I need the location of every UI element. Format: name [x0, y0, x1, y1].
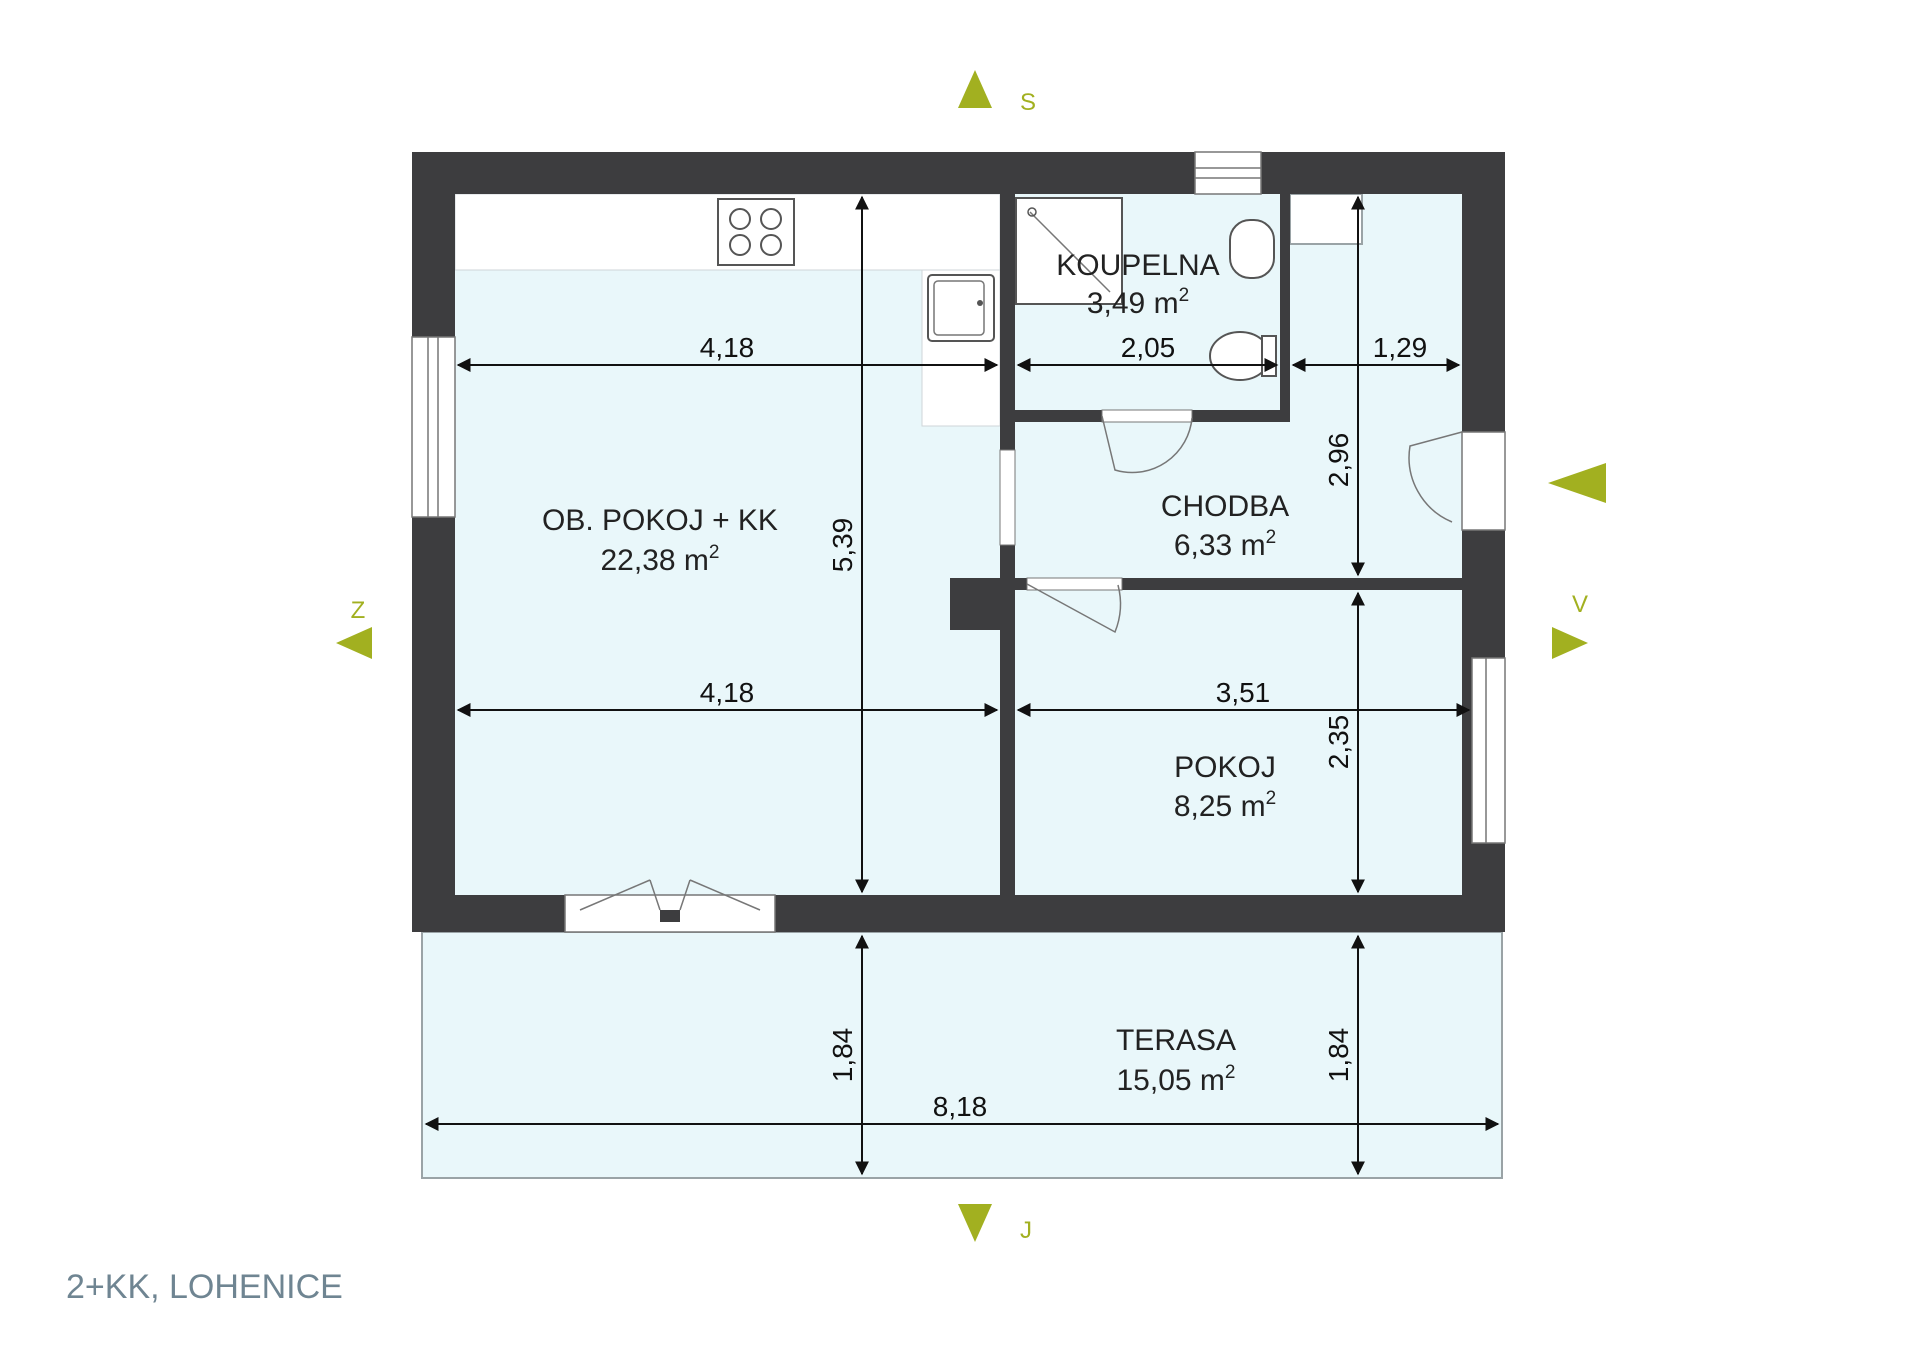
- dimension-values: 4,18 2,05 1,29 5,39 2,96 4,18 3,51 2,35 …: [700, 332, 1428, 1122]
- bedroom-floor: [1015, 590, 1472, 895]
- bathroom-door-swing: [1101, 415, 1193, 474]
- north-wall: [412, 152, 1505, 194]
- entrance-door-opening: [1461, 431, 1506, 531]
- room-area-terrace: 15,05 m2: [1117, 1062, 1236, 1097]
- room-name-bedroom: POKOJ: [1174, 751, 1276, 784]
- cooktop-icon: [717, 198, 795, 266]
- bedroom-door-swing: [1026, 583, 1122, 634]
- room-area-bedroom: 8,25 m2: [1174, 788, 1276, 823]
- dim-bedroom-width: 3,51: [1216, 677, 1271, 708]
- room-name-living: OB. POKOJ + KK: [542, 504, 778, 537]
- room-area-living: 22,38 m2: [601, 542, 720, 577]
- bedroom-door-opening: [1026, 577, 1123, 591]
- room-area-hallway: 6,33 m2: [1174, 527, 1276, 562]
- dim-living-width-top: 4,18: [700, 332, 755, 363]
- west-window: [411, 336, 456, 518]
- living-floor: [455, 194, 1000, 895]
- dim-living-width-bottom: 4,18: [700, 677, 755, 708]
- floors: [421, 193, 1503, 1179]
- west-arrow-icon: [336, 627, 372, 659]
- west-wall: [412, 152, 455, 932]
- room-labels: OB. POKOJ + KK 22,38 m2 KOUPELNA 3,49 m2…: [542, 249, 1289, 1097]
- south-arrow-icon: [958, 1204, 992, 1242]
- room-name-bathroom: KOUPELNA: [1056, 249, 1219, 282]
- toilet-icon: [1209, 331, 1277, 381]
- shower-icon: [1015, 197, 1123, 305]
- washbasin-icon: [1229, 219, 1275, 279]
- bedroom-east-inner-wall: [1462, 590, 1472, 895]
- bathroom-door-opening: [1101, 409, 1193, 423]
- entrance-arrow-icon: [1548, 463, 1606, 503]
- room-area-bathroom: 3,49 m2: [1087, 285, 1189, 320]
- page-title: 2+KK, LOHENICE: [66, 1268, 343, 1306]
- dim-bedroom-depth: 2,35: [1323, 715, 1354, 770]
- compass-label-east: V: [1572, 591, 1588, 618]
- compass-label-west: Z: [351, 597, 366, 624]
- dim-terrace-width: 8,18: [933, 1091, 988, 1122]
- living-hall-opening: [999, 449, 1016, 546]
- compass-label-south: J: [1020, 1217, 1032, 1244]
- terrace-door-swing-right: [679, 879, 761, 911]
- bathroom-east-partition: [1280, 194, 1290, 422]
- dim-hall-depth: 2,96: [1323, 433, 1354, 488]
- chimney: [950, 578, 1000, 630]
- compass-label-north: S: [1020, 89, 1036, 116]
- terrace-floor: [421, 931, 1503, 1179]
- terrace-door-swing-left: [579, 879, 661, 911]
- compass: S J Z V: [336, 70, 1606, 1244]
- room-name-terrace: TERASA: [1116, 1024, 1236, 1057]
- north-arrow-icon: [958, 70, 992, 108]
- dimension-lines: [424, 195, 1500, 1176]
- north-window: [1194, 151, 1262, 195]
- dim-living-depth: 5,39: [827, 518, 858, 573]
- dim-hall-width-top: 1,29: [1373, 332, 1428, 363]
- room-name-hallway: CHODBA: [1161, 490, 1289, 523]
- openings: [411, 151, 1506, 933]
- east-arrow-icon: [1552, 627, 1588, 659]
- dim-terrace-depth-left: 1,84: [827, 1028, 858, 1083]
- kitchen-sink-icon: [927, 274, 995, 342]
- entrance-door-swing: [1408, 431, 1463, 523]
- dim-terrace-depth-right: 1,84: [1323, 1028, 1354, 1083]
- dim-bath-width: 2,05: [1121, 332, 1176, 363]
- wardrobe: [1289, 193, 1363, 245]
- east-bedroom-window: [1471, 657, 1506, 844]
